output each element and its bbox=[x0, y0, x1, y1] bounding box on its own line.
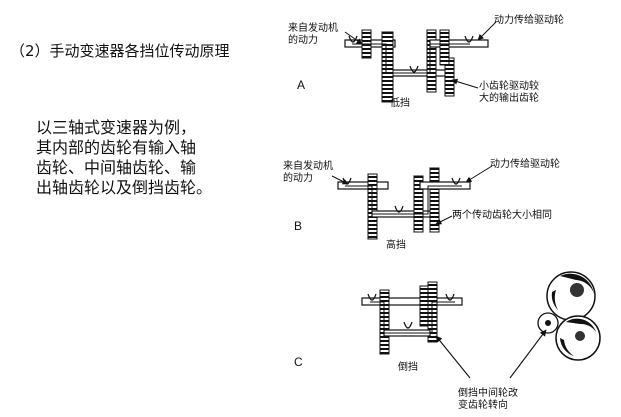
countershaft-gear bbox=[381, 31, 394, 103]
intro-line: 其内部的齿轮有输入轴 bbox=[36, 138, 197, 157]
panel-b-note-label: 两个传动齿轮大小相同 bbox=[452, 210, 552, 221]
label-line: 的动力 bbox=[288, 35, 318, 46]
rotation-arrow bbox=[464, 35, 474, 43]
panel-b-output-label: 动力传给驱动轮 bbox=[490, 159, 560, 170]
power-flow-line bbox=[370, 301, 455, 334]
label-line: 小齿轮驱动较 bbox=[479, 81, 539, 92]
panel-b-diagram bbox=[331, 165, 493, 240]
panel-a-note-label: 小齿轮驱动较 大的输出齿轮 bbox=[479, 81, 539, 105]
low-gear-driven bbox=[426, 29, 437, 93]
panel-c-diagram bbox=[361, 271, 601, 379]
label-line: 的动力 bbox=[283, 173, 313, 184]
output-arrow bbox=[465, 165, 493, 183]
high-gear-driven bbox=[429, 167, 440, 233]
intro-line: 齿轮、中间轴齿轮、输 bbox=[36, 158, 197, 177]
output-gear bbox=[439, 29, 450, 66]
intro-text: 以三轴式变速器为例， 其内部的齿轮有输入轴 齿轮、中间轴齿轮、输 出轴齿轮以及倒… bbox=[36, 118, 236, 198]
panel-c-gear-label: 倒挡 bbox=[398, 362, 418, 373]
panel-a-letter: A bbox=[297, 78, 306, 92]
output-arrow bbox=[477, 21, 497, 41]
gear-shading bbox=[560, 273, 594, 294]
panel-c-note-label: 倒挡中间轮改 变齿轮转向 bbox=[458, 388, 518, 412]
panel-b-input-label: 来自发动机 的动力 bbox=[283, 161, 333, 185]
intro-line: 以三轴式变速器为例， bbox=[36, 118, 197, 137]
rotation-arrow bbox=[348, 35, 358, 43]
note-arrow-left bbox=[435, 335, 471, 379]
label-line: 来自发动机 bbox=[283, 161, 333, 172]
gear-hub bbox=[570, 283, 584, 297]
rotation-arrow bbox=[451, 177, 461, 185]
rotation-arrow bbox=[367, 293, 377, 301]
rotation-arrow bbox=[409, 65, 419, 73]
panel-b-letter: B bbox=[294, 219, 303, 233]
reverse-idler-illustration bbox=[537, 271, 601, 361]
panel-b-gear-label: 高挡 bbox=[386, 240, 406, 251]
panel-a-input-label: 来自发动机 的动力 bbox=[288, 23, 338, 47]
label-line: 来自发动机 bbox=[288, 23, 338, 34]
label-line: 大的输出齿轮 bbox=[479, 93, 539, 104]
panel-a-gear-label: 低挡 bbox=[390, 98, 410, 109]
panel-a-output-label: 动力传给驱动轮 bbox=[494, 15, 564, 26]
high-gear bbox=[413, 175, 424, 233]
power-flow-line bbox=[352, 43, 470, 74]
panel-a-diagram bbox=[344, 21, 497, 103]
gear-shading bbox=[560, 338, 574, 356]
note-arrow bbox=[435, 215, 453, 225]
rotation-arrow bbox=[445, 293, 455, 301]
rotation-arrow bbox=[403, 321, 413, 329]
label-line: 倒挡中间轮改 bbox=[458, 388, 518, 399]
label-line: 变齿轮转向 bbox=[458, 400, 508, 411]
rotation-arrow bbox=[394, 205, 404, 213]
gear-hub bbox=[575, 331, 585, 341]
panel-c-letter: C bbox=[294, 355, 303, 369]
input-arrow bbox=[331, 175, 349, 185]
input-arrow bbox=[344, 31, 363, 45]
power-flow-line bbox=[345, 185, 462, 215]
gear-shading bbox=[551, 290, 558, 310]
note-arrow bbox=[451, 78, 479, 89]
idler-hub bbox=[545, 320, 551, 326]
note-arrow-right bbox=[509, 329, 547, 379]
section-heading: （2）手动变速器各挡位传动原理 bbox=[10, 42, 230, 60]
gear-shading bbox=[566, 318, 596, 332]
intro-line: 出轴齿轮以及倒挡齿轮。 bbox=[36, 178, 213, 197]
main-shaft bbox=[361, 297, 463, 306]
